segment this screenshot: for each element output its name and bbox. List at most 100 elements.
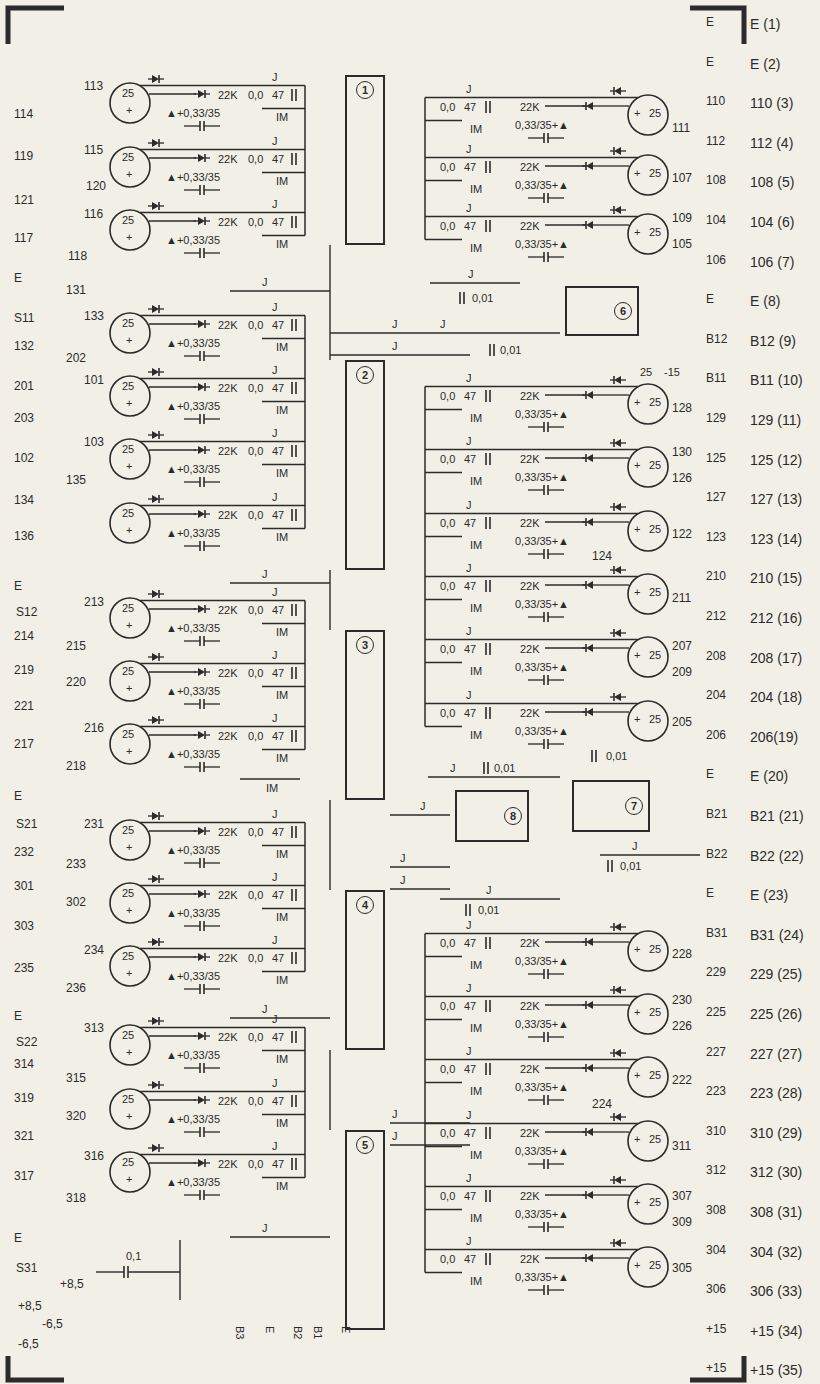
trace: [593, 941, 598, 942]
component-value: 0,01: [500, 344, 521, 357]
capacitor-value: ▲+0,33/35: [166, 748, 220, 761]
trace: [140, 822, 305, 823]
capacitor-symbol: [485, 937, 487, 949]
net-label: 311: [672, 1140, 691, 1154]
trace: [593, 1004, 598, 1005]
net-label: S31: [16, 1262, 37, 1276]
capacitor-symbol: [543, 969, 545, 979]
trace: [548, 1226, 564, 1227]
capacitor-value: 25: [122, 887, 134, 900]
jumper-label: J: [272, 649, 278, 662]
trace: [582, 224, 586, 225]
trace: [179, 1240, 180, 1300]
trace: [528, 973, 544, 974]
capacitor-value: 0,0: [440, 1253, 455, 1266]
diode-symbol: [614, 629, 621, 637]
trace: [548, 489, 564, 490]
trace: [425, 933, 638, 934]
trace: [205, 386, 210, 387]
net-label: 231: [84, 818, 104, 832]
capacitor-symbol: [291, 826, 293, 838]
trace: [545, 224, 586, 225]
polarity-mark: +: [126, 1046, 132, 1059]
trace: [425, 726, 462, 727]
resistor-value: IM: [276, 626, 288, 639]
polarity-mark: +: [126, 104, 132, 117]
board-edge-label: 204: [706, 689, 726, 703]
diode-symbol: [198, 731, 205, 739]
net-label: 211: [672, 592, 691, 606]
trace: [140, 441, 305, 442]
polarity-mark: +: [634, 586, 640, 599]
trace: [204, 481, 220, 482]
net-label: 220: [66, 676, 86, 690]
connector-pin-label: E (23): [750, 887, 788, 903]
trace: [593, 457, 598, 458]
diode-symbol: [586, 708, 593, 716]
board-edge-label: 304: [706, 1244, 726, 1258]
net-label: 102: [14, 452, 34, 466]
capacitor-symbol: [489, 220, 491, 232]
capacitor-value: 0,0: [248, 1095, 263, 1108]
trace: [159, 371, 164, 372]
trace: [548, 256, 564, 257]
component-value: J: [468, 268, 474, 281]
resistor-value: 22K: [520, 161, 540, 174]
trace: [425, 1249, 638, 1250]
capacitor-value: 0,0: [248, 604, 263, 617]
connector-pin-label: 127 (13): [750, 491, 802, 507]
capacitor-value: 0,0: [248, 153, 263, 166]
trace: [194, 157, 198, 158]
capacitor-value: 47: [464, 453, 476, 466]
net-label: 215: [66, 640, 86, 654]
trace: [204, 925, 220, 926]
component-value: J: [392, 318, 398, 331]
capacitor-symbol: [465, 904, 467, 916]
net-label: 235: [14, 962, 34, 976]
diode-symbol: [198, 217, 205, 225]
trace: [204, 189, 220, 190]
diode-symbol: [614, 1176, 621, 1184]
net-label: 303: [14, 920, 34, 934]
capacitor-symbol: [485, 390, 487, 402]
trace: [194, 1162, 198, 1163]
capacitor-value: 0,0: [440, 220, 455, 233]
capacitor-value: 47: [272, 216, 284, 229]
polarity-mark: +: [126, 682, 132, 695]
trace: [598, 394, 629, 395]
capacitor-symbol: [291, 1095, 293, 1107]
net-label: 315: [66, 1072, 86, 1086]
trace: [159, 1084, 164, 1085]
electrolytic-capacitor-symbol: [110, 376, 150, 416]
diode-symbol: [614, 566, 621, 574]
board-edge-label: 212: [706, 610, 726, 624]
trace: [598, 1067, 629, 1068]
trace: [598, 647, 629, 648]
diode-symbol: [614, 376, 621, 384]
capacitor-symbol: [489, 101, 491, 113]
capacitor-symbol: [291, 1158, 293, 1170]
polarity-mark: +: [126, 231, 132, 244]
diode-symbol: [152, 590, 159, 598]
trace: [425, 536, 462, 537]
net-label: 122: [672, 528, 692, 542]
trace: [593, 647, 598, 648]
capacitor-symbol: [489, 344, 491, 356]
capacitor-symbol: [489, 1000, 491, 1012]
polarity-mark: +: [634, 459, 640, 472]
capacitor-symbol: [199, 185, 201, 195]
trace: [194, 220, 198, 221]
resistor-value: 22K: [520, 707, 540, 720]
resistor-value: IM: [276, 1180, 288, 1193]
trace: [593, 1257, 598, 1258]
capacitor-symbol: [489, 707, 491, 719]
trace: [621, 150, 626, 151]
trace: [621, 379, 626, 380]
electrolytic-capacitor-symbol: [628, 214, 668, 254]
trace: [184, 988, 200, 989]
resistor-value: 22K: [520, 220, 540, 233]
capacitor-symbol: [543, 612, 545, 622]
capacitor-symbol: [489, 1190, 491, 1202]
trace: [548, 973, 564, 974]
trace: [428, 776, 560, 777]
